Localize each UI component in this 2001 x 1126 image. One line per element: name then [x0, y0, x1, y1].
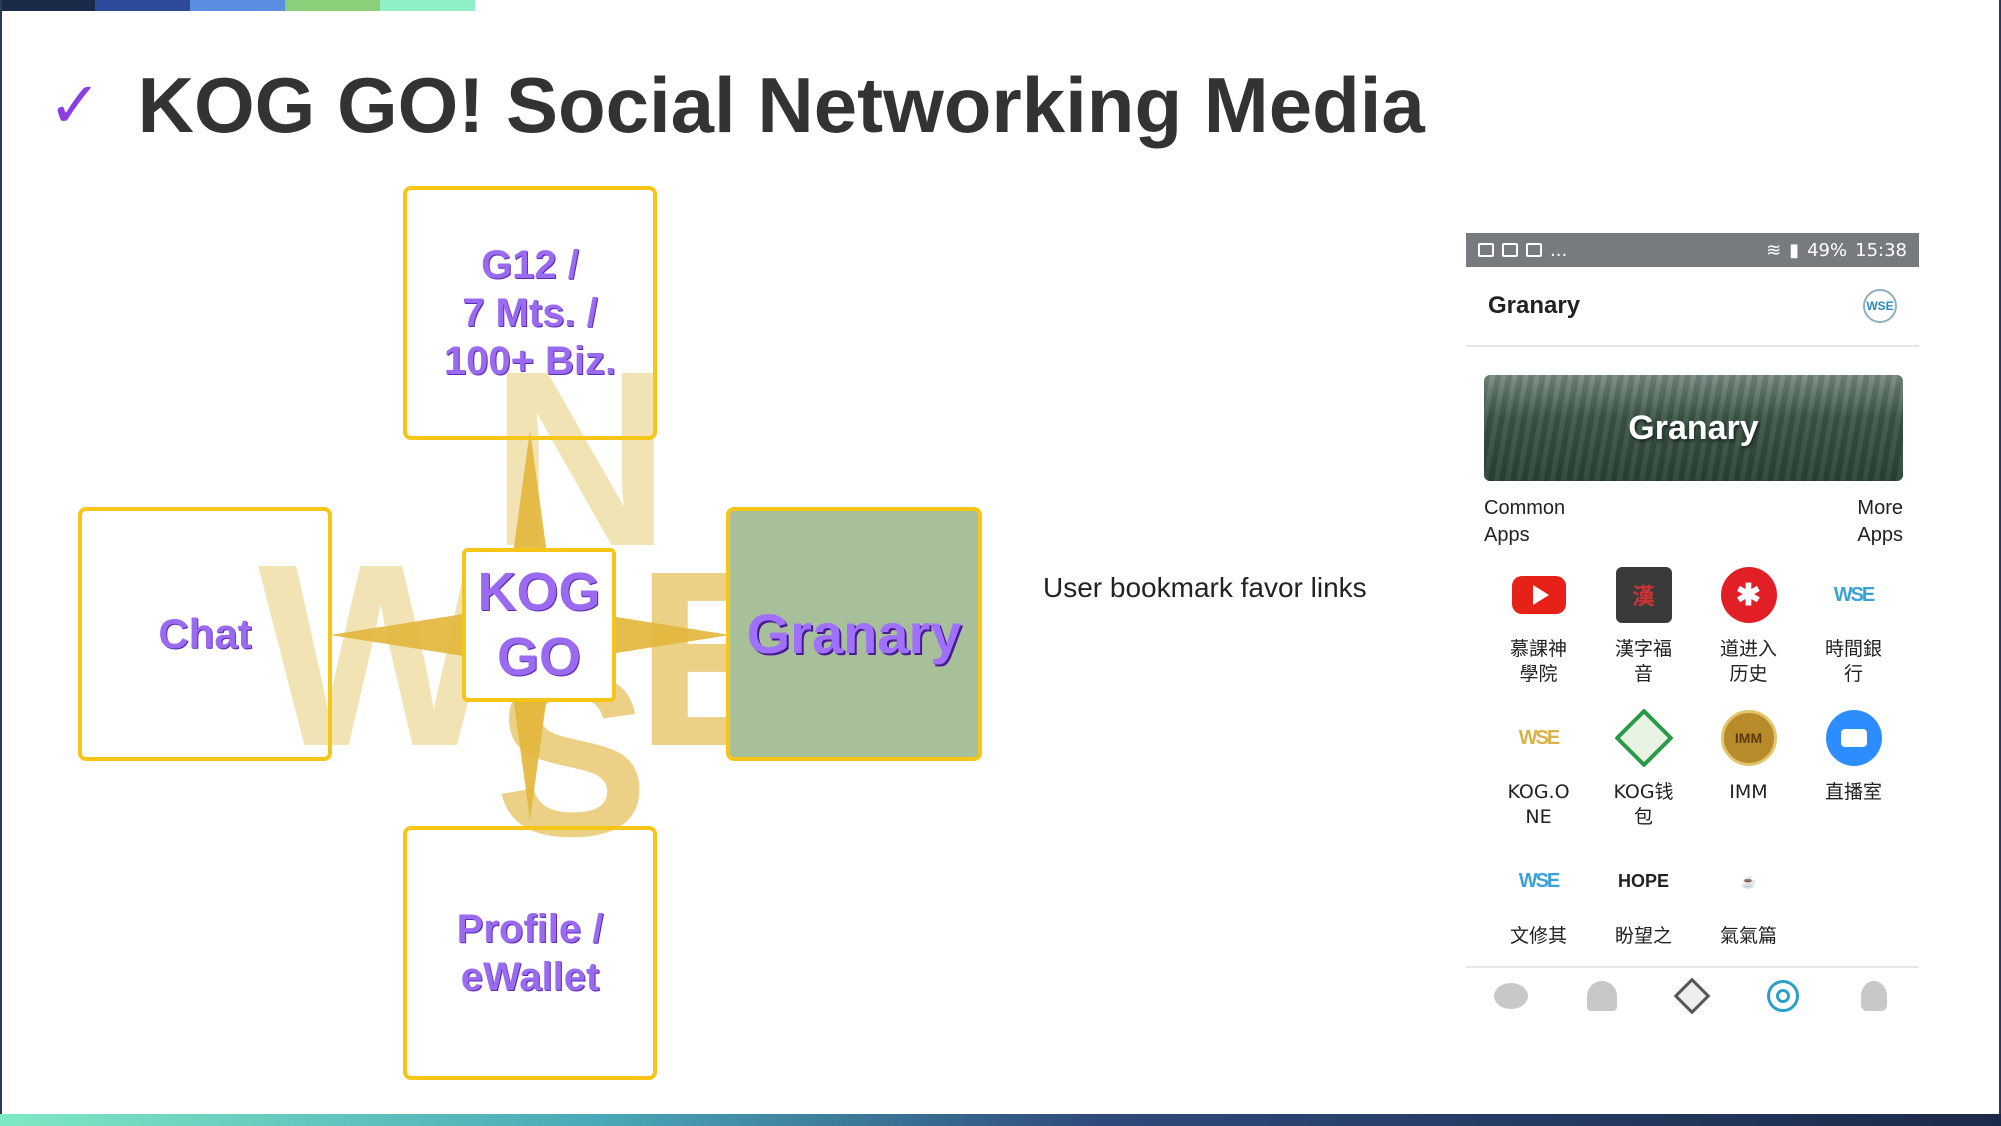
user-icon[interactable] — [1856, 980, 1892, 1012]
bottom-accent-bar — [0, 1114, 2001, 1126]
bottom-nav — [1466, 966, 1919, 1023]
search-icon — [1502, 243, 1518, 257]
page-title: KOG GO! Social Networking Media — [137, 61, 1425, 149]
hanzi-icon: 漢 — [1615, 567, 1672, 623]
diamond-icon[interactable] — [1674, 977, 1711, 1014]
top-accent-bar — [0, 0, 475, 11]
wse-logo-icon[interactable]: WSE — [1863, 289, 1897, 323]
contacts-icon[interactable] — [1584, 980, 1620, 1012]
battery-level: 49% — [1807, 239, 1848, 261]
box-kog-go-label: KOG GO — [477, 562, 601, 687]
app-label: 道进入 历史 — [1719, 638, 1777, 685]
box-profile-label: Profile / eWallet — [456, 907, 604, 999]
box-chat-label: Chat — [158, 609, 252, 657]
zoom-icon — [1825, 710, 1882, 767]
banner-label: Granary — [1628, 408, 1759, 447]
app-item[interactable]: KOG钱 包 — [1591, 708, 1696, 829]
app-item[interactable]: 直播室 — [1801, 710, 1906, 829]
box-profile: Profile / eWallet — [403, 826, 657, 1080]
app-label: 氣氣篇 — [1719, 924, 1777, 947]
app-grid: 慕課神 學院 漢 漢字福 音 ✱ 道进入 历史 WSE 時間銀 行 WSE KO… — [1486, 567, 1906, 948]
app-label: 慕課神 學院 — [1509, 638, 1567, 685]
image-icon — [1478, 243, 1494, 257]
target-icon[interactable] — [1765, 979, 1801, 1012]
title-row: ✓ KOG GO! Social Networking Media — [48, 60, 1425, 151]
apps-header: Common Apps More Apps — [1484, 495, 1903, 549]
app-label: 漢字福 音 — [1614, 638, 1672, 685]
status-bar: ... ≋ ▮ 49% 15:38 — [1466, 233, 1919, 267]
box-g12: G12 / 7 Mts. / 100+ Biz. — [403, 186, 657, 440]
granary-banner[interactable]: Granary — [1484, 375, 1903, 481]
common-apps-label: Common Apps — [1484, 497, 1566, 546]
app-item[interactable]: 漢 漢字福 音 — [1591, 567, 1696, 686]
app-label: 盼望之 — [1614, 924, 1672, 947]
hope-icon: HOPE — [1617, 871, 1669, 892]
app-bar-title: Granary — [1488, 292, 1581, 319]
box-granary-label: Granary — [746, 602, 962, 666]
app-label: KOG钱 包 — [1613, 781, 1674, 829]
compass-diagram: W N E S G12 / 7 Mts. / 100+ Biz. Chat Gr… — [78, 186, 982, 1080]
app-item[interactable]: 慕課神 學院 — [1486, 567, 1591, 686]
box-kog-go: KOG GO — [462, 548, 616, 702]
signal-icon: ▮ — [1789, 239, 1800, 261]
app-item[interactable]: WSE 文修其 — [1486, 854, 1591, 949]
app-item[interactable]: IMM IMM — [1696, 710, 1801, 829]
app-label: IMM — [1729, 781, 1768, 804]
app-item[interactable]: HOPE 盼望之 — [1591, 854, 1696, 949]
box-granary: Granary — [726, 507, 982, 761]
wse-logo-icon: WSE — [1518, 870, 1561, 893]
imm-icon: IMM — [1720, 710, 1777, 767]
wse-logo-icon: WSE — [1833, 583, 1876, 606]
box-chat: Chat — [78, 507, 332, 761]
status-time: 15:38 — [1855, 239, 1907, 261]
coffee-icon: ☕ — [1741, 874, 1756, 889]
youtube-icon — [1511, 567, 1567, 623]
app-label: 文修其 — [1509, 924, 1567, 947]
status-left: ... — [1478, 240, 1567, 261]
wse-gold-logo-icon: WSE — [1518, 726, 1561, 749]
red-emblem-icon: ✱ — [1720, 567, 1777, 623]
annotation-text: User bookmark favor links — [1043, 572, 1367, 603]
app-item[interactable]: WSE 時間銀 行 — [1801, 567, 1906, 686]
app-item[interactable]: WSE KOG.O NE — [1486, 710, 1591, 829]
chat-icon[interactable] — [1493, 980, 1529, 1012]
diamond-icon — [1613, 708, 1674, 769]
app-item[interactable]: ✱ 道进入 历史 — [1696, 567, 1801, 686]
more-apps-link[interactable]: More Apps — [1857, 497, 1903, 546]
wifi-icon: ≋ — [1766, 239, 1782, 261]
mail-icon — [1526, 243, 1542, 257]
phone-screenshot: ... ≋ ▮ 49% 15:38 Granary WSE Granary Co… — [1466, 233, 1919, 1023]
app-item[interactable]: ☕ 氣氣篇 — [1696, 854, 1801, 949]
box-g12-label: G12 / 7 Mts. / 100+ Biz. — [443, 243, 617, 383]
app-bar: Granary WSE — [1466, 267, 1919, 347]
check-icon: ✓ — [48, 68, 102, 143]
app-label: 時間銀 行 — [1824, 638, 1882, 685]
app-label: 直播室 — [1824, 781, 1882, 804]
app-label: KOG.O NE — [1507, 781, 1570, 829]
status-more: ... — [1550, 239, 1568, 261]
status-right: ≋ ▮ 49% 15:38 — [1766, 240, 1907, 261]
